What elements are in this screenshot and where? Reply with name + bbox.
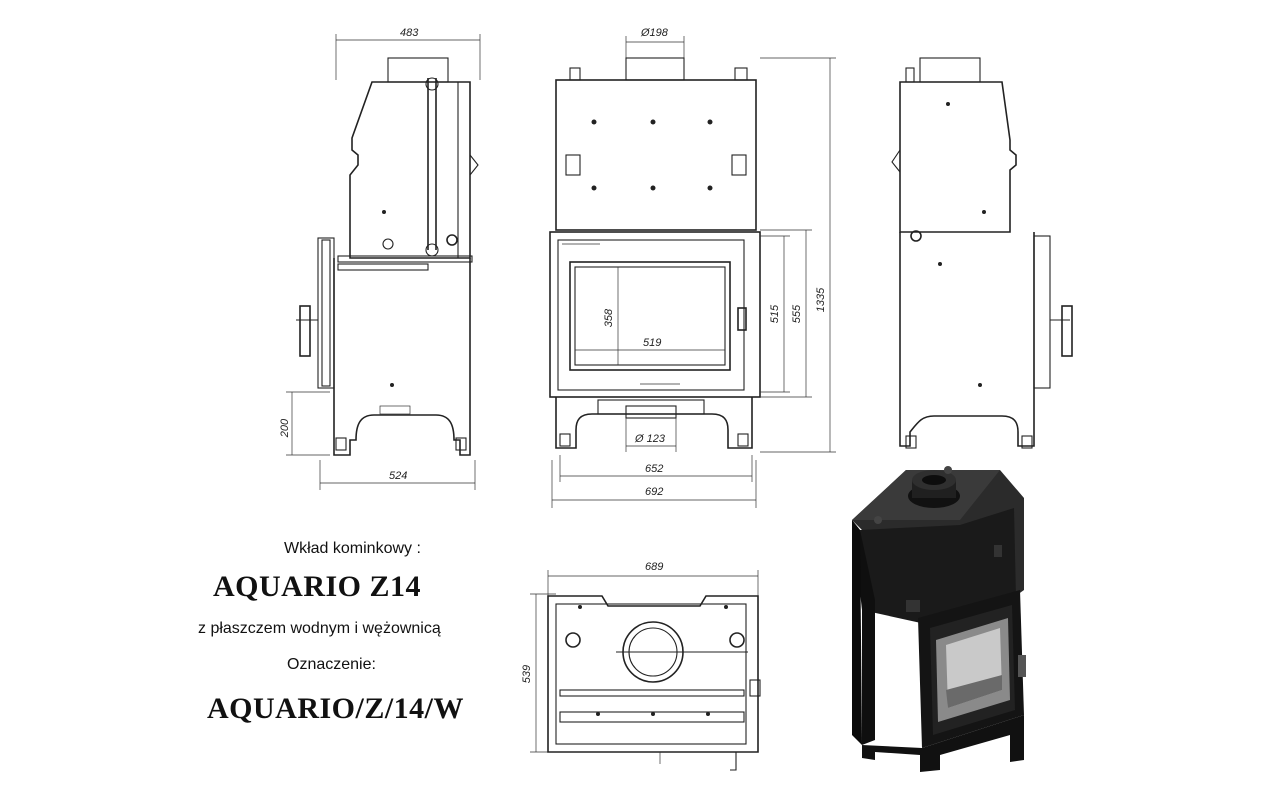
top-view: 689 539 (521, 561, 761, 771)
product-render (852, 466, 1026, 772)
dim-total-height: 1335 (815, 287, 827, 312)
insert-type-label: Wkład kominkowy : (284, 540, 421, 557)
model-title: AQUARIO Z14 (213, 570, 422, 603)
dim-air-inlet-diameter: Ø 123 (634, 433, 666, 445)
dim-glass-height: 358 (603, 308, 615, 327)
dim-side-leg-height: 200 (279, 418, 291, 438)
dim-flue-diameter: Ø198 (640, 27, 669, 39)
front-view: Ø198 358 519 (549, 27, 836, 508)
dim-front-height-555: 555 (791, 304, 803, 323)
designation-label: Oznaczenie: (287, 656, 376, 673)
model-description: z płaszczem wodnym i wężownicą (198, 620, 441, 637)
dim-side-base-width: 524 (389, 470, 407, 482)
dim-door-height: 515 (769, 304, 781, 323)
dim-top-depth: 539 (521, 665, 533, 683)
dim-glass-width: 519 (643, 337, 661, 349)
dim-base-width: 652 (645, 463, 663, 475)
dim-total-width: 692 (645, 486, 663, 498)
dim-side-top-width: 483 (400, 27, 419, 39)
side-view-right (891, 57, 1073, 449)
front-holes (591, 119, 713, 191)
side-view-left: 483 200 (279, 27, 481, 490)
dim-top-width: 689 (645, 561, 663, 573)
designation-code: AQUARIO/Z/14/W (207, 692, 465, 725)
